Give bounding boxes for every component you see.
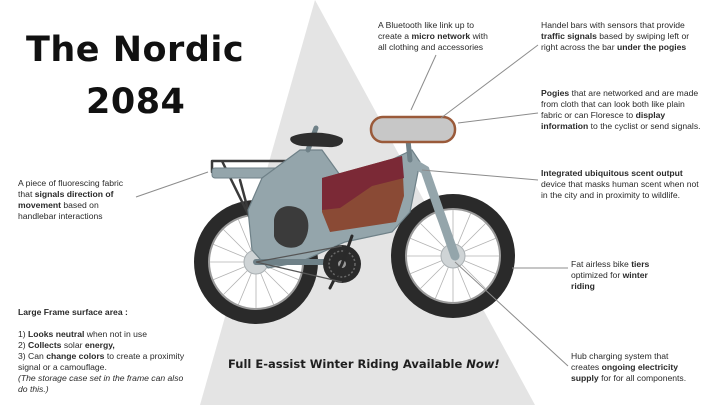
annotation-text: to the cyclist or send signals. — [588, 121, 701, 131]
pogie-handlebar-cover — [369, 115, 457, 144]
title-line-1: The Nordic — [26, 30, 245, 70]
tagline-emphasis: Now! — [466, 357, 500, 371]
annotation-text: do this.) — [18, 384, 49, 394]
annotation-text: tiers — [631, 259, 650, 269]
annotation-text: Large Frame surface area : — [18, 307, 128, 317]
chain — [255, 245, 343, 283]
annotation-text: supply — [571, 373, 599, 383]
annotation-text: 1) — [18, 329, 29, 339]
chainring-teeth — [328, 250, 356, 278]
annotation-text: create a — [378, 31, 412, 41]
annotation-text: traffic signals — [541, 31, 597, 41]
annotation-text: to create a proximity — [104, 351, 185, 361]
annotation-airless-tires: Fat airless bike tiers optimized for wint… — [571, 259, 691, 292]
annotation-text: winter — [622, 270, 648, 280]
front-wheel-rim — [405, 208, 501, 304]
annotation-text: Looks neutral — [28, 329, 85, 339]
annotation-text: A Bluetooth like link up to — [378, 20, 475, 30]
leader-line — [457, 112, 539, 124]
leader-line — [421, 169, 539, 181]
annotation-text: based on — [60, 200, 99, 210]
leader-line — [135, 171, 209, 198]
seat — [290, 132, 344, 148]
annotation-text: Integrated ubiquitous scent output — [541, 168, 683, 178]
annotation-text: that are networked and are made — [569, 88, 699, 98]
solar-pad — [274, 206, 309, 248]
annotation-text: 3) Can — [18, 351, 47, 361]
annotation-text: in the city and in proximity to wildlife… — [541, 190, 680, 200]
annotation-text: 2) — [18, 340, 29, 350]
annotation-text: ongoing electricity — [601, 362, 678, 372]
annotation-text: display — [635, 110, 666, 120]
annotation-text: fabric or can Floresce to — [541, 110, 636, 120]
annotation-text: optimized for — [571, 270, 623, 280]
leader-line — [440, 44, 539, 119]
annotation-text: A piece of fluorescing fabric — [18, 178, 124, 188]
leader-line — [454, 261, 569, 367]
annotation-text: signal or a camouflage. — [18, 362, 107, 372]
annotation-text: Hub charging system that — [571, 351, 669, 361]
annotation-text: all clothing and accessories — [378, 42, 484, 52]
annotation-text: Fat airless bike — [571, 259, 632, 269]
annotation-text: information — [541, 121, 589, 131]
annotation-frame-surface: Large Frame surface area : 1) Looks neutr… — [18, 307, 198, 395]
annotation-text: that — [18, 189, 35, 199]
annotation-text: right across the bar — [541, 42, 617, 52]
crank-arms — [328, 234, 354, 290]
bike-frame — [210, 115, 460, 290]
annotation-text: creates — [571, 362, 602, 372]
annotation-text: Collects — [28, 340, 62, 350]
annotation-text: riding — [571, 281, 595, 291]
annotation-text: Pogies — [541, 88, 570, 98]
annotation-text: based by swiping left or — [596, 31, 690, 41]
annotation-text: (The storage case set in the frame can a… — [18, 373, 184, 383]
leader-line — [410, 54, 437, 111]
title-line-2: 2084 — [86, 82, 186, 122]
annotation-text: solar — [61, 340, 85, 350]
annotation-text: Handel bars with sensors that provide — [541, 20, 685, 30]
annotation-text: under the pogies — [616, 42, 687, 52]
annotation-text: movement — [18, 200, 61, 210]
annotation-text: device that masks human scent when not — [541, 179, 699, 189]
annotation-text: handlebar interactions — [18, 211, 103, 221]
annotation-text: energy, — [84, 340, 115, 350]
annotation-text: when not in use — [84, 329, 147, 339]
leader-lines — [135, 44, 569, 367]
storage-case-top — [322, 156, 404, 210]
annotation-text: micro network — [411, 31, 471, 41]
annotation-text: from cloth that can look both like plain — [541, 99, 685, 109]
annotation-text: for for all components. — [598, 373, 687, 383]
annotation-text: with — [470, 31, 488, 41]
tagline: Full E-assist Winter Riding Available No… — [228, 357, 500, 371]
tagline-main: Full E-assist Winter Riding Available — [228, 357, 467, 371]
annotation-text: signals direction of — [34, 189, 114, 199]
annotation-text: change colors — [46, 351, 105, 361]
